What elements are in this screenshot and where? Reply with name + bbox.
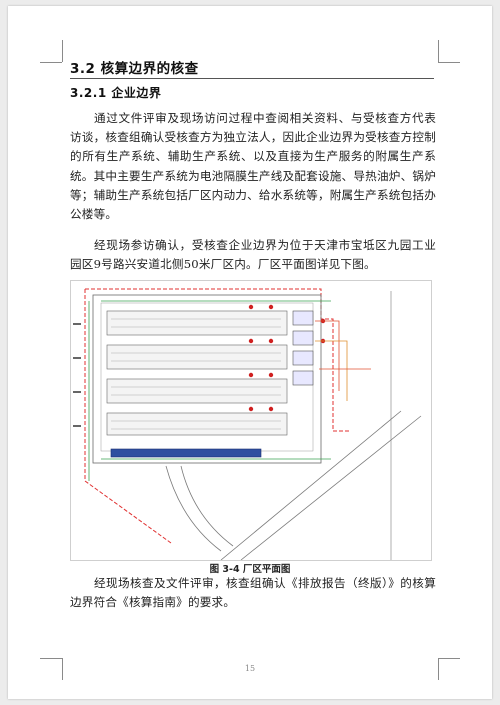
paragraph-conclusion: 经现场核查及文件评审，核查组确认《排放报告（终版）》的核算边界符合《核算指南》的… xyxy=(70,576,436,610)
crop-mark-bottom-left-v xyxy=(62,658,63,680)
paragraph-boundary-description: 通过文件评审及现场访问过程中查阅相关资料、与受核查方代表访谈，核查组确认受核查方… xyxy=(70,111,436,222)
crop-mark-bottom-left xyxy=(40,658,62,659)
site-plan-drawing xyxy=(71,281,431,561)
section-heading: 3.2 核算边界的核查 xyxy=(70,61,199,77)
page-number: 15 xyxy=(244,664,256,673)
crop-mark-top-left-v xyxy=(62,40,63,62)
heading-rule xyxy=(70,78,434,79)
crop-mark-top-left xyxy=(40,62,62,63)
paragraph-site-location: 经现场参访确认，受核查企业边界为位于天津市宝坻区九园工业园区9号路兴安道北侧50… xyxy=(70,238,436,272)
crop-mark-bottom-right xyxy=(438,658,460,659)
crop-mark-top-right-v xyxy=(438,40,439,62)
site-plan-figure xyxy=(70,280,432,561)
subsection-heading: 3.2.1 企业边界 xyxy=(70,86,162,100)
crop-mark-top-right xyxy=(438,62,460,63)
crop-mark-bottom-right-v xyxy=(438,658,439,680)
figure-caption: 图 3-4 厂区平面图 xyxy=(209,564,291,575)
